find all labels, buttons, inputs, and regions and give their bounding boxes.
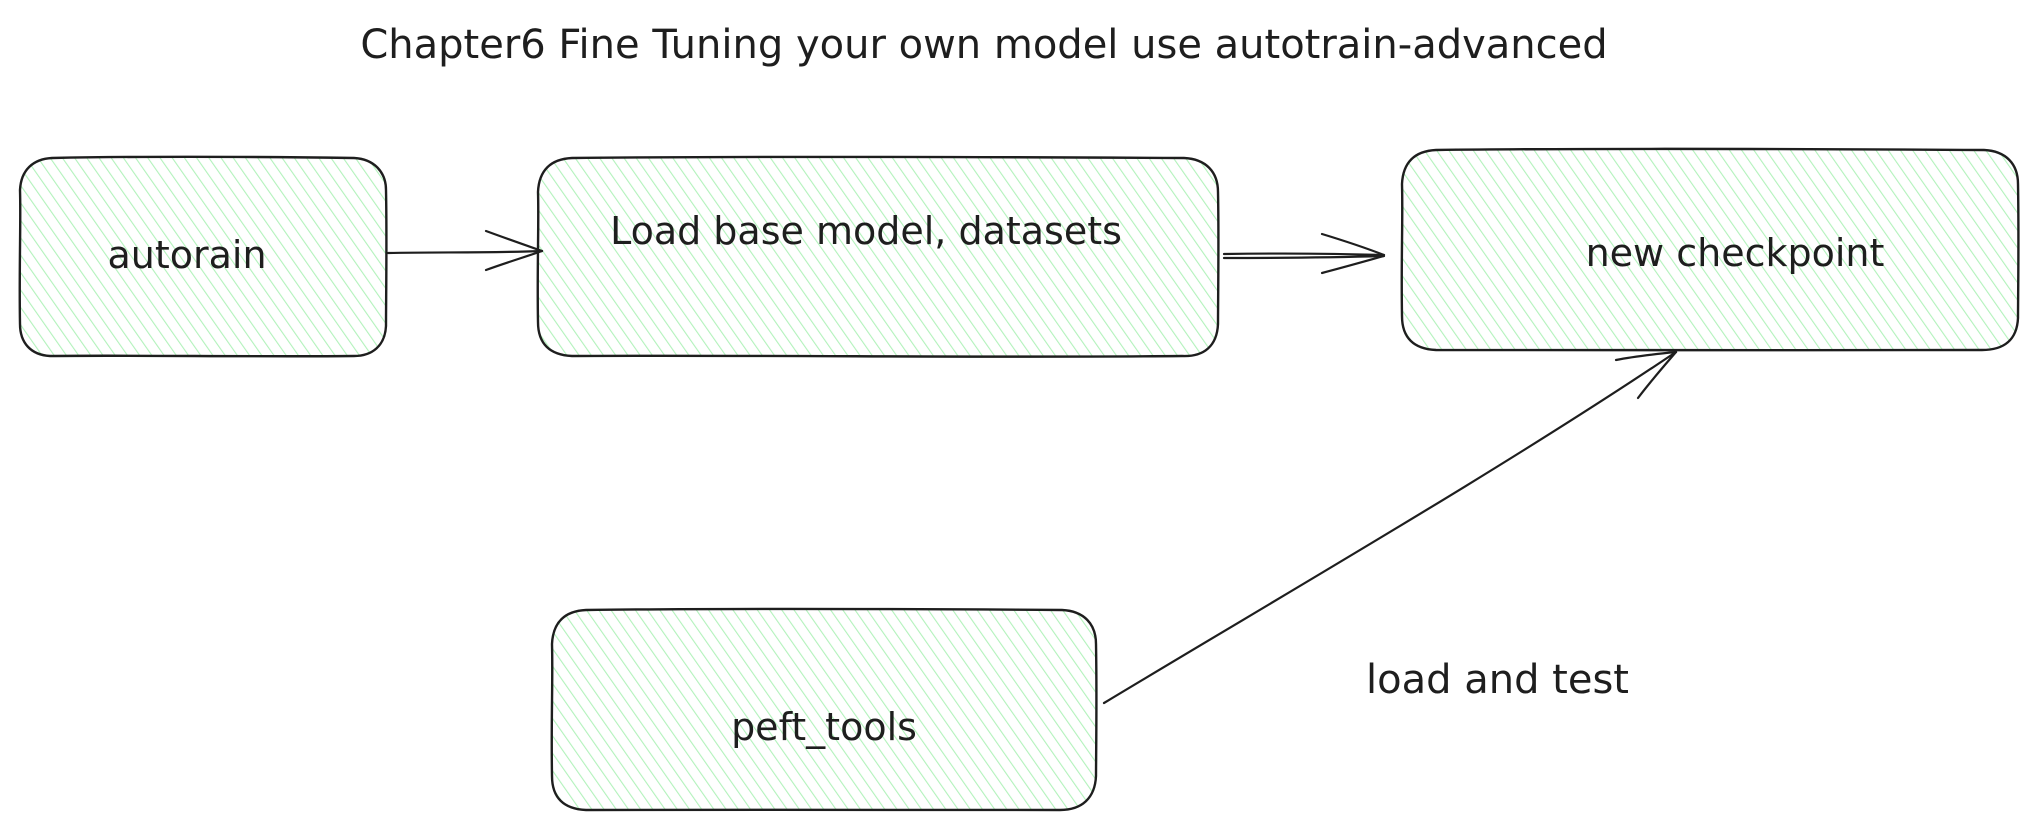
edge-label-load-and-test: load and test bbox=[1366, 657, 1629, 703]
arrow-peft-tools-to-checkpoint bbox=[1102, 350, 1678, 705]
diagram-title: Chapter6 Fine Tuning your own model use … bbox=[360, 22, 1607, 68]
node-peft-tools[interactable]: peft_tools bbox=[550, 607, 1098, 812]
node-new-checkpoint[interactable]: new checkpoint bbox=[1400, 147, 2020, 352]
arrow-load-base-to-checkpoint bbox=[1222, 232, 1386, 275]
node-autorain[interactable]: autorain bbox=[18, 155, 388, 358]
node-label-new-checkpoint: new checkpoint bbox=[1586, 231, 1885, 275]
node-load-base[interactable]: Load base model, datasets bbox=[536, 155, 1220, 358]
node-label-peft-tools: peft_tools bbox=[731, 705, 917, 749]
node-label-load-base: Load base model, datasets bbox=[610, 209, 1122, 253]
node-label-autorain: autorain bbox=[107, 233, 266, 277]
arrow-autorain-to-load-base bbox=[386, 229, 544, 272]
